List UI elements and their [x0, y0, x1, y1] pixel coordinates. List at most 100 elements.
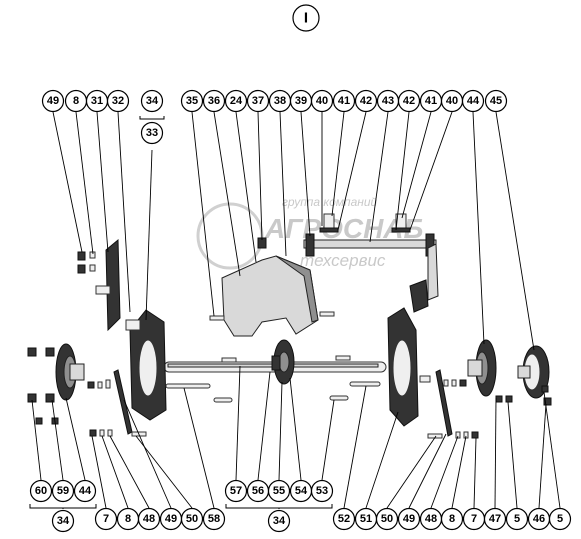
callout-53: 53: [310, 479, 334, 503]
svg-text:44: 44: [79, 485, 92, 497]
tension-plates: [113, 369, 453, 437]
left-bracket: [77, 238, 121, 332]
svg-text:47: 47: [489, 513, 501, 525]
svg-text:38: 38: [274, 95, 286, 107]
callout-51: 51: [354, 507, 378, 531]
right-housing: [387, 307, 419, 427]
callout-33: 33: [140, 121, 164, 145]
svg-text:40: 40: [446, 95, 458, 107]
svg-text:44: 44: [467, 95, 480, 107]
svg-text:36: 36: [208, 95, 220, 107]
callout-54: 54: [289, 479, 313, 503]
callout-38: 38: [268, 89, 292, 113]
svg-text:45: 45: [490, 95, 502, 107]
callout-37: 37: [246, 89, 270, 113]
svg-text:40: 40: [316, 95, 328, 107]
right-hub: [467, 339, 497, 397]
svg-text:34: 34: [57, 515, 70, 527]
svg-text:43: 43: [382, 95, 394, 107]
callout-24: 24: [224, 89, 248, 113]
svg-text:34: 34: [273, 515, 286, 527]
callout-57: 57: [224, 479, 248, 503]
svg-text:42: 42: [360, 95, 372, 107]
watermark: группа компаний АГРОСНАБ техсервис: [196, 195, 423, 270]
callout-40-left: 40: [310, 89, 334, 113]
callout-36: 36: [202, 89, 226, 113]
mounting-plate: [209, 237, 335, 337]
svg-text:32: 32: [112, 95, 124, 107]
callout-49: 49: [41, 89, 65, 113]
callout-35: 35: [180, 89, 204, 113]
svg-text:46: 46: [533, 513, 545, 525]
upper-bracket: [303, 213, 439, 313]
callout-34-bottom-center: 34: [267, 509, 291, 533]
svg-text:58: 58: [208, 513, 220, 525]
watermark-line1: группа компаний: [282, 195, 378, 209]
svg-text:41: 41: [338, 95, 350, 107]
svg-text:52: 52: [338, 513, 350, 525]
left-housing: [125, 309, 167, 421]
callout-49-right: 49: [397, 507, 421, 531]
svg-text:34: 34: [146, 95, 159, 107]
right-sprocket: [517, 345, 552, 406]
callout-41-left: 41: [332, 89, 356, 113]
callout-46: 46: [527, 507, 551, 531]
callout-7-left: 7: [94, 507, 118, 531]
callout-7-right: 7: [462, 507, 486, 531]
svg-text:51: 51: [360, 513, 372, 525]
callout-58: 58: [202, 507, 226, 531]
callout-32: 32: [106, 89, 130, 113]
svg-text:49: 49: [47, 95, 59, 107]
svg-text:60: 60: [35, 485, 47, 497]
center-sprocket: [271, 339, 295, 385]
callout-5-left: 5: [505, 507, 529, 531]
svg-text:50: 50: [186, 513, 198, 525]
callout-41-right: 41: [419, 89, 443, 113]
svg-text:8: 8: [449, 513, 455, 525]
callout-45: 45: [484, 89, 508, 113]
callout-42-left: 42: [354, 89, 378, 113]
callout-43: 43: [376, 89, 400, 113]
callout-60: 60: [29, 479, 53, 503]
svg-text:54: 54: [295, 485, 308, 497]
callout-8: 8: [64, 89, 88, 113]
callout-55: 55: [267, 479, 291, 503]
svg-text:50: 50: [381, 513, 393, 525]
parts: [27, 213, 552, 439]
group-brackets: [29, 116, 333, 509]
callout-44-top: 44: [461, 89, 485, 113]
svg-text:7: 7: [471, 513, 477, 525]
callout-59: 59: [51, 479, 75, 503]
callout-50-right: 50: [375, 507, 399, 531]
svg-text:39: 39: [295, 95, 307, 107]
callout-8-left: 8: [116, 507, 140, 531]
leader-lines: [31, 111, 561, 509]
callout-48-left: 48: [137, 507, 161, 531]
svg-text:8: 8: [73, 95, 79, 107]
svg-text:41: 41: [425, 95, 437, 107]
svg-text:31: 31: [91, 95, 103, 107]
svg-text:33: 33: [146, 127, 158, 139]
svg-text:35: 35: [186, 95, 198, 107]
callout-42-right: 42: [397, 89, 421, 113]
title-callout: I: [292, 4, 320, 32]
callout-49-left: 49: [159, 507, 183, 531]
callout-34-top: 34: [140, 89, 164, 113]
left-hub: [27, 343, 85, 403]
callout-44-bottom: 44: [73, 479, 97, 503]
svg-text:59: 59: [57, 485, 69, 497]
callout-39: 39: [289, 89, 313, 113]
callout-48-right: 48: [419, 507, 443, 531]
callout-31: 31: [85, 89, 109, 113]
svg-text:57: 57: [230, 485, 242, 497]
svg-text:48: 48: [143, 513, 155, 525]
callout-52: 52: [332, 507, 356, 531]
svg-text:53: 53: [316, 485, 328, 497]
callout-40-right: 40: [440, 89, 464, 113]
svg-text:8: 8: [125, 513, 131, 525]
svg-text:5: 5: [557, 513, 563, 525]
svg-text:37: 37: [252, 95, 264, 107]
svg-text:56: 56: [252, 485, 264, 497]
